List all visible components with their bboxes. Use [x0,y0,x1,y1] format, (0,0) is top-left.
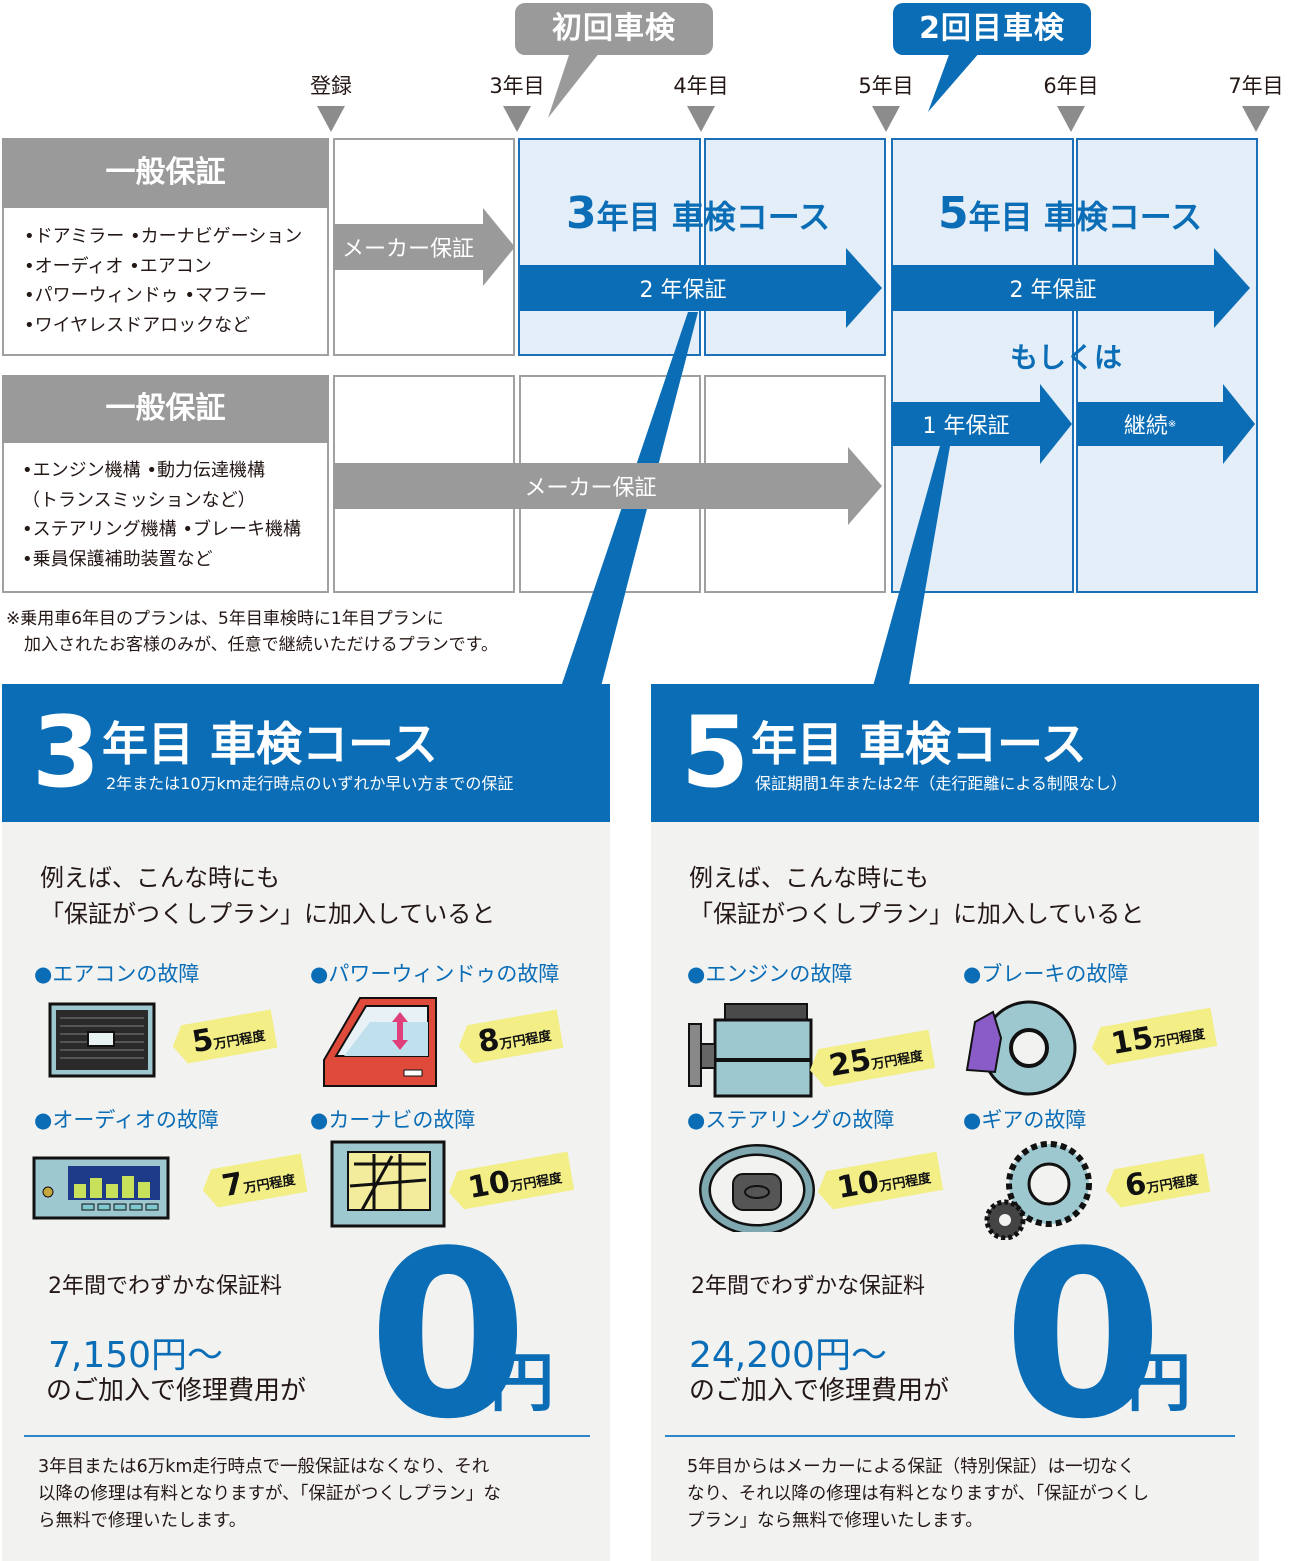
cost-tag: 8万円程度 [455,1009,563,1065]
panel5-title: 年目 車検コース [751,717,1087,771]
marker-triangle-icon [317,106,345,132]
fee-text: 2年間でわずかな保証料 [691,1274,925,1299]
panel5-subtitle: 保証期間1年または2年（走行距離による制限なし） [755,774,1127,793]
fee-text: 2年間でわずかな保証料 [48,1274,282,1299]
panel3-intro: 例えば、こんな時にも「保証がつくしプラン」に加入していると [40,864,496,928]
cost-tag: 25万円程度 [807,1030,936,1090]
general-warranty-header-1: 一般保証 [2,138,329,208]
item-label: ●ステアリングの故障 [687,1108,895,1132]
panel5-number: 5 [681,696,750,810]
course5-cell [1076,138,1258,593]
cost-tag: 5万円程度 [169,1009,277,1065]
list-item: •乗員保護補助装置など [22,548,213,570]
year-label-6: 6年目 [1043,74,1099,98]
yen-symbol: 円 [1127,1347,1191,1421]
marker-triangle-icon [503,106,531,132]
year-label-7: 7年目 [1228,74,1284,98]
panel3-title: 年目 車検コース [102,717,438,771]
fee-price: 7,150円～ [48,1335,224,1376]
course3-title: 3年目 車検コース [566,188,831,239]
gear-icon [984,1141,1092,1240]
marker-triangle-icon [687,106,715,132]
car-audio-icon [32,1156,170,1220]
year-label-4: 4年目 [673,74,729,98]
item-label: ●オーディオの故障 [34,1108,219,1132]
fee-text: のご加入で修理費用が [689,1376,950,1406]
yen-symbol: 円 [490,1347,554,1421]
panel3-description: 3年目または6万km走行時点で一般保証はなくなり、それ以降の修理は有料となります… [38,1457,501,1531]
panel5-description: 5年目からはメーカーによる保証（特別保証）は一切なくなり、それ以降の修理は有料と… [687,1457,1150,1531]
cost-tag: 6万円程度 [1102,1153,1210,1209]
one-year-warranty-arrow: 1 年保証 [892,384,1074,464]
zero-amount: 0 [1003,1203,1164,1470]
panel5-header: 5 年目 車検コース 保証期間1年または2年（走行距離による制限なし） [651,684,1259,822]
steering-wheel-icon [699,1144,815,1232]
first-inspection-callout: 初回車検 [515,3,713,55]
footnote: ※乗用車6年目のプランは、5年目車検時に1年目プランに 加入されたお客様のみが、… [6,609,498,655]
fee-text: のご加入で修理費用が [46,1376,307,1406]
brake-disc-icon [965,1000,1077,1096]
engine-icon [688,1003,813,1098]
two-year-warranty-arrow-3: 2 年保証 [520,248,882,328]
cost-tag: 15万円程度 [1089,1008,1218,1068]
list-item: •パワーウィンドゥ •マフラー [24,285,267,306]
panel5-intro: 例えば、こんな時にも「保証がつくしプラン」に加入していると [689,864,1145,928]
or-label: もしくは [1010,341,1123,374]
cost-tag: 7万円程度 [199,1153,307,1209]
car-navigation-icon [330,1140,446,1228]
panel3-header: 3 年目 車検コース 2年または10万km走行時点のいずれか早い方までの保証 [2,684,610,822]
item-label: ●ギアの故障 [963,1108,1087,1132]
item-label: ●カーナビの故障 [310,1108,476,1132]
divider [24,1435,590,1437]
general-warranty-header-2: 一般保証 [2,375,329,443]
panel3-number: 3 [32,696,101,810]
list-item: •ステアリング機構 •ブレーキ機構 [22,519,301,540]
marker-triangle-icon [1057,106,1085,132]
continuation-arrow: 継続※ [1077,384,1257,464]
divider [665,1435,1235,1437]
zero-amount: 0 [368,1203,529,1470]
marker-triangle-icon [1242,106,1270,132]
general-warranty-list-1: •ドアミラー •カーナビゲーション •オーディオ •エアコン •パワーウィンドゥ… [24,222,302,340]
item-label: ●パワーウィンドゥの故障 [310,962,560,986]
item-label: ●エアコンの故障 [34,962,200,986]
panel5-body: 例えば、こんな時にも「保証がつくしプラン」に加入していると ●エンジンの故障 2… [651,822,1259,1561]
list-item: （トランスミッションなど） [22,489,256,511]
car-door-window-icon [323,997,437,1087]
list-item: •ドアミラー •カーナビゲーション [24,226,303,247]
year-label-registration: 登録 [310,74,352,98]
panel3-subtitle: 2年または10万km走行時点のいずれか早い方までの保証 [106,774,514,793]
maker-warranty-arrow-1: メーカー保証 [333,208,515,286]
list-item: •エンジン機構 •動力伝達機構 [22,460,265,481]
item-label: ●エンジンの故障 [687,962,853,986]
list-item: •ワイヤレスドアロックなど [24,314,251,336]
air-conditioner-icon [48,1002,156,1078]
general-warranty-list-2: •エンジン機構 •動力伝達機構 （トランスミッションなど） •ステアリング機構 … [22,456,301,574]
two-year-warranty-arrow-5: 2 年保証 [892,248,1252,328]
panel3-body: 例えば、こんな時にも「保証がつくしプラン」に加入していると ●エアコンの故障 5… [2,822,610,1561]
course5-title: 5年目 車検コース [938,188,1203,239]
marker-triangle-icon [872,106,900,132]
fee-price: 24,200円～ [689,1335,887,1376]
year-label-5: 5年目 [858,74,914,98]
second-inspection-callout: 2回目車検 [893,3,1091,55]
list-item: •オーディオ •エアコン [24,255,212,277]
item-label: ●ブレーキの故障 [963,962,1129,986]
cost-tag: 10万円程度 [815,1152,944,1212]
year-label-3: 3年目 [489,74,545,98]
maker-warranty-arrow-2: メーカー保証 [333,447,883,525]
